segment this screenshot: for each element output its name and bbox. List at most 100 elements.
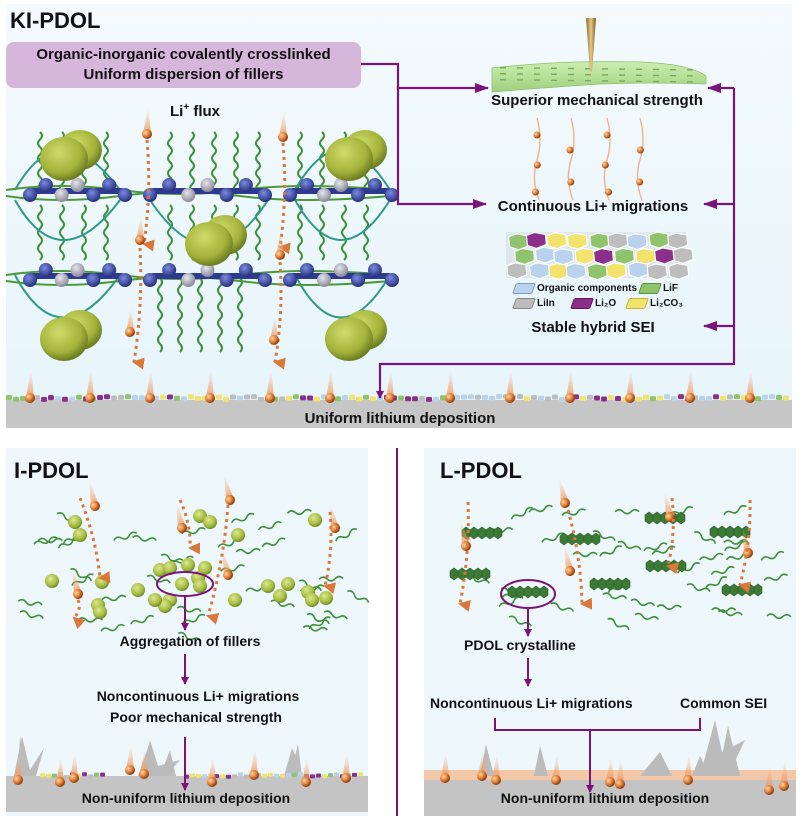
l-pdol-deposition-label: Non-uniform lithium deposition (500, 790, 710, 806)
sei-fragment (363, 394, 369, 400)
li-ion-tail (506, 370, 514, 398)
sei-fragment (538, 395, 544, 401)
li-ion-sphere (225, 495, 235, 505)
film-texture-dot (636, 68, 642, 70)
lithium-metal-base (6, 776, 368, 812)
polymer-chain (59, 204, 65, 261)
legend-lif: LiF (637, 283, 678, 294)
film-texture-dot (636, 74, 642, 76)
nitrogen-atom (143, 188, 157, 202)
polymer-chain (599, 545, 623, 557)
legend-li2co3: Li₂CO₃ (624, 298, 683, 309)
li-ion (13, 754, 23, 785)
li-ion-sphere (125, 765, 135, 775)
li-ion (205, 370, 215, 403)
sei-fragment (524, 396, 530, 402)
film-texture-dot (500, 79, 506, 81)
li-ion (531, 188, 539, 196)
sei-fragment (601, 396, 607, 402)
li-ion (269, 316, 279, 345)
li-flux-path (206, 504, 230, 625)
li-ion (224, 474, 235, 505)
sei-fragment (280, 773, 285, 778)
sei-fragment (461, 394, 467, 400)
sei-fragment (352, 772, 357, 777)
crystal-cell (449, 567, 459, 581)
polymer-chain (630, 598, 656, 607)
li-flux-path (458, 501, 471, 612)
polymer-chain (230, 512, 255, 524)
sei-fragment (268, 772, 273, 777)
polymer-chain (363, 204, 369, 261)
l-pdol-illustration (424, 477, 796, 816)
top-flow-arrows (361, 62, 736, 399)
filler-particle (73, 528, 87, 542)
sei-fragment (34, 395, 40, 401)
nitrogen-atom (219, 188, 234, 202)
li-flux-path (738, 499, 752, 594)
polymer-chain (617, 540, 642, 551)
li-ion-sphere (565, 393, 575, 403)
sei-fragment (97, 394, 103, 400)
li-ion (278, 111, 288, 142)
legend-li2o-label: Li₂O (595, 298, 617, 310)
li-ion (85, 370, 95, 403)
filler-particle (308, 513, 322, 527)
li-flux-path (273, 261, 286, 370)
legend-li2o: Li₂O (569, 298, 617, 310)
li-ion-sphere (779, 781, 789, 791)
li-ion (745, 370, 755, 403)
filler-particle (95, 575, 109, 589)
nitrogen-atom (162, 178, 177, 192)
polymer-chain (766, 613, 792, 620)
crystal-cell (465, 567, 475, 581)
film-texture-dot (619, 68, 625, 70)
film-texture-dot (670, 69, 676, 71)
li-ion-sphere (533, 161, 541, 169)
li-ion (25, 370, 35, 403)
li-ion-sphere (477, 771, 487, 781)
li-ion-sphere (605, 188, 613, 196)
polymer-chain (319, 131, 325, 193)
sei-fragment (657, 395, 663, 401)
crystalline-domain (645, 559, 687, 573)
sei-fragment (188, 394, 194, 400)
li-ion-sphere (341, 773, 351, 783)
nitrogen-atom (368, 178, 382, 192)
film-texture-dot (670, 75, 676, 77)
crystal-cell (669, 559, 679, 573)
li-ion-sphere (551, 775, 561, 785)
li-ion-tail (686, 370, 694, 398)
sei-fragment (482, 394, 488, 400)
sei-fragment (100, 772, 105, 777)
l-pdol-step-noncontinuous: Noncontinuous Li+ migrations (430, 695, 633, 711)
sei-fragment (727, 394, 733, 400)
polymer-chain (176, 605, 202, 613)
li2o-swatch (569, 298, 595, 309)
sei-fragment (762, 394, 768, 400)
polymer-chain (302, 625, 328, 632)
polymer-chain (70, 568, 93, 582)
polymer-chain (318, 575, 344, 582)
uniform-lithium-base (6, 370, 792, 428)
sei-fragment (48, 395, 54, 401)
li-flux-path (323, 511, 337, 595)
nitrogen-atom (385, 273, 399, 287)
sei-fragment (76, 394, 82, 400)
li-ion-tail (14, 754, 22, 780)
li-ion-sphere (560, 498, 570, 508)
teal-linker (294, 274, 391, 319)
film-texture-dot (585, 68, 591, 70)
li-ion-sphere (745, 393, 755, 403)
filler-particle (148, 593, 162, 607)
feature-uniform-dispersion: Uniform dispersion of fillers (83, 66, 284, 83)
migration-trail (567, 117, 575, 201)
li-ion (605, 188, 613, 196)
crystal-cell (621, 577, 631, 591)
i-pdol-step-noncontinuous: Noncontinuous Li+ migrations (96, 688, 300, 704)
stable-hybrid-sei-mosaic (506, 231, 694, 281)
filler-particle (261, 579, 275, 593)
li-ion-tail (89, 480, 99, 508)
li-ion (533, 131, 541, 139)
li-ion (564, 545, 575, 576)
